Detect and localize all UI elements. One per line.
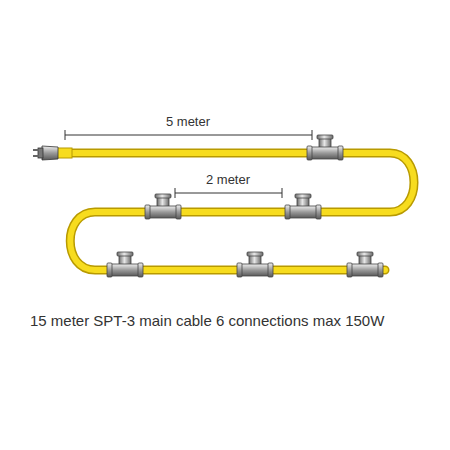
dimension-label: 2 meter [204,172,252,187]
dimension-line [175,188,282,198]
t-connector [145,194,181,219]
t-connector [347,252,383,277]
caption: 15 meter SPT-3 main cable 6 connections … [30,312,384,329]
t-connector [237,252,273,277]
dimension-label: 5 meter [164,114,212,129]
plug [33,146,72,160]
dimension-line [65,130,312,140]
t-connector [107,252,143,277]
t-connector [285,194,321,219]
